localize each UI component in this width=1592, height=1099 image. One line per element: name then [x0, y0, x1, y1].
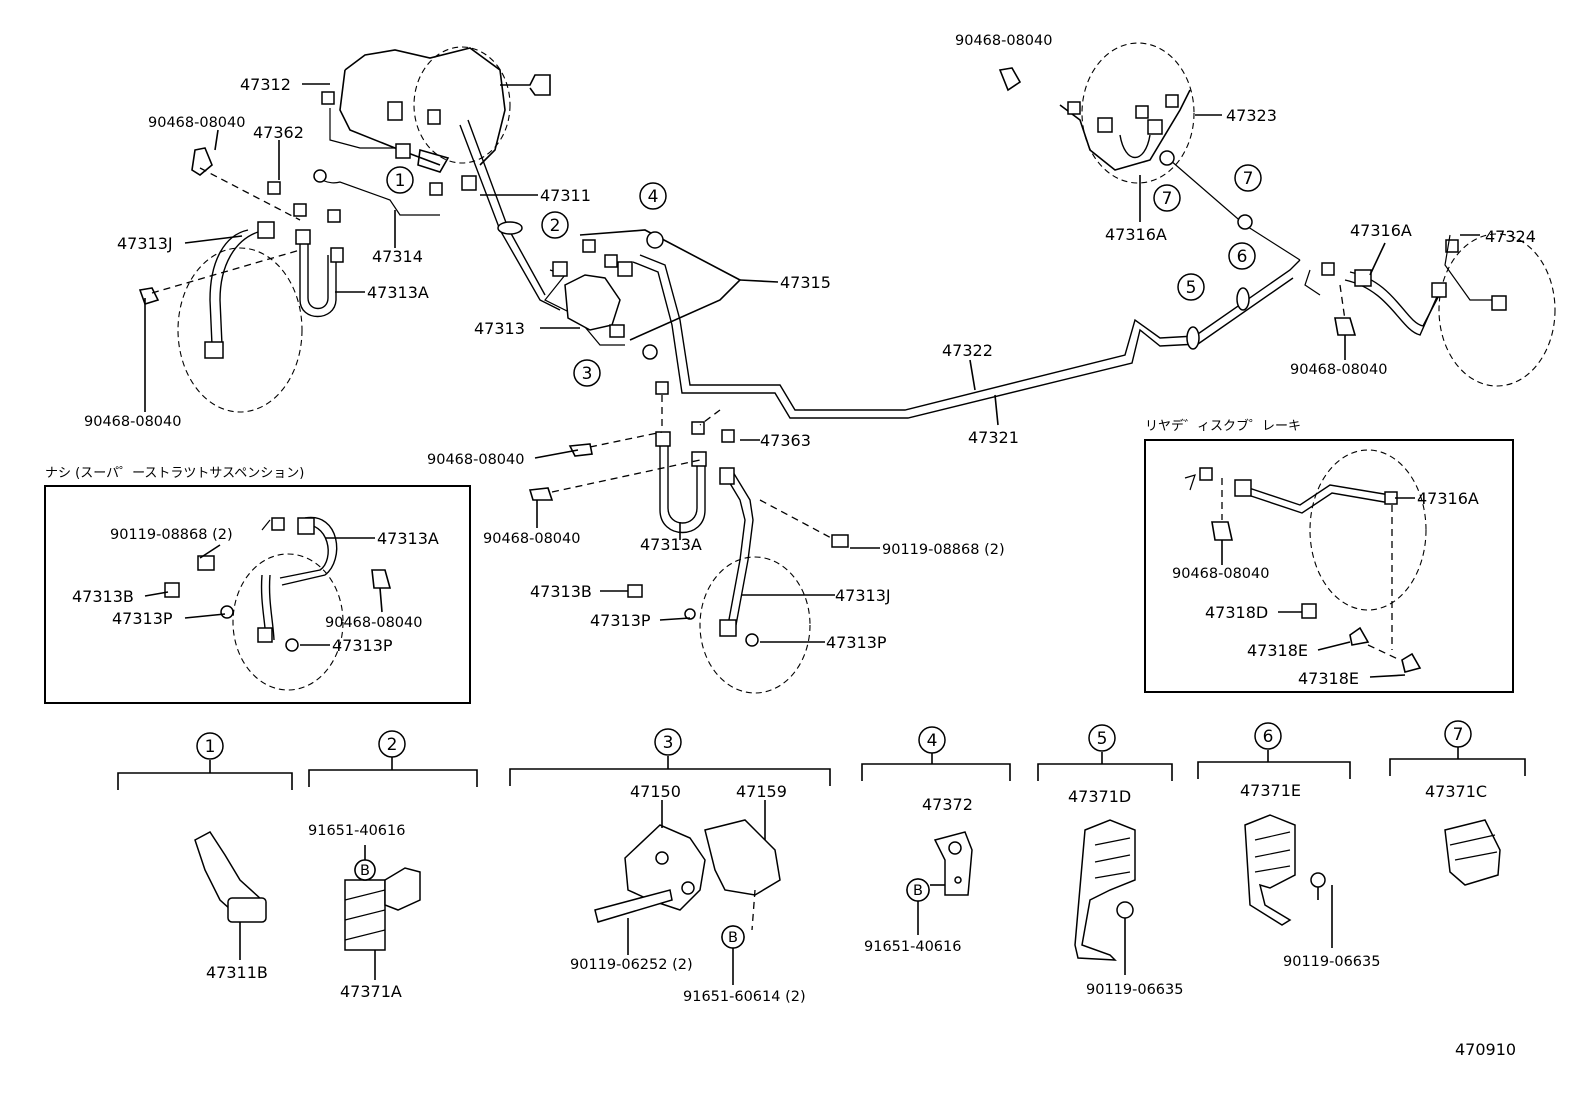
- master-cylinder-assembly: [321, 46, 551, 196]
- label-90468-08040-mid2: 90468-08040: [483, 531, 581, 547]
- callout-5-text: 5: [1186, 278, 1197, 298]
- label-strut-47313B: 47313B: [72, 587, 134, 606]
- label-g4-47372: 47372: [922, 795, 973, 814]
- label-g6-47371E: 47371E: [1240, 781, 1301, 800]
- title-strut-inset: ナシ (スーパ゜ーストラツトサスペンション): [45, 466, 304, 481]
- group-5-parts: [1074, 819, 1136, 975]
- label-g3-47150: 47150: [630, 782, 681, 801]
- group-1-number: 1: [205, 737, 216, 757]
- label-strut-47313P1: 47313P: [112, 609, 173, 628]
- label-47316A-top: 47316A: [1105, 225, 1167, 244]
- label-g1-47311B: 47311B: [206, 963, 268, 982]
- label-g2-91651: 91651-40616: [308, 823, 406, 839]
- label-rear-47318E1: 47318E: [1247, 641, 1308, 660]
- label-47323: 47323: [1226, 106, 1277, 125]
- label-90468-08040-right: 90468-08040: [1290, 362, 1388, 378]
- callout-1-text: 1: [395, 171, 406, 191]
- label-47324: 47324: [1485, 227, 1536, 246]
- label-90468-08040-topleft: 90468-08040: [148, 115, 246, 131]
- callout-3-text: 3: [582, 364, 593, 384]
- group-1-parts: [194, 831, 267, 960]
- middle-rear-hose-assembly: [528, 381, 849, 694]
- label-47362: 47362: [253, 123, 304, 142]
- callout-7a-text: 7: [1162, 189, 1173, 209]
- label-47321: 47321: [968, 428, 1019, 447]
- callout-4-text: 4: [648, 187, 659, 207]
- group-4-number: 4: [927, 731, 938, 751]
- label-47316A-right: 47316A: [1350, 221, 1412, 240]
- detail-group-brackets: [117, 747, 1526, 790]
- label-90468-08040-mid1: 90468-08040: [427, 452, 525, 468]
- label-g5-90119: 90119-06635: [1086, 982, 1184, 998]
- label-g4-91651: 91651-40616: [864, 939, 962, 955]
- title-rear-disc-inset: リヤデ゛ィスクブ゜レーキ: [1145, 418, 1301, 434]
- diagram-id: 470910: [1455, 1040, 1516, 1059]
- part-labels: 47312 90468-08040 47362 47311 47313J 473…: [45, 33, 1536, 1059]
- group-3-number: 3: [663, 733, 674, 753]
- label-strut-90468: 90468-08040: [325, 615, 423, 631]
- label-47315: 47315: [780, 273, 831, 292]
- callout-7b-text: 7: [1243, 169, 1254, 189]
- label-g2-47371A: 47371A: [340, 982, 402, 1001]
- group-2-parts: [344, 845, 421, 980]
- label-47313A-mid: 47313A: [640, 535, 702, 554]
- label-47312: 47312: [240, 75, 291, 94]
- label-47322: 47322: [942, 341, 993, 360]
- b-marker-group2: B: [360, 863, 370, 879]
- leader-lines: [144, 83, 1480, 678]
- proportioning-valve: [461, 175, 633, 338]
- label-rear-90468: 90468-08040: [1172, 566, 1270, 582]
- callout-markers: 1 2 3 4 5 6 7 7 1 2 3 4 5 6 7 B B B: [196, 164, 1472, 949]
- label-g3-90119: 90119-06252 (2): [570, 957, 693, 973]
- label-47311: 47311: [540, 186, 591, 205]
- group-5-number: 5: [1097, 729, 1108, 749]
- label-90119-08868-mid: 90119-08868 (2): [882, 542, 1005, 558]
- label-strut-90119: 90119-08868 (2): [110, 527, 233, 543]
- label-90468-08040-lowerleft: 90468-08040: [84, 414, 182, 430]
- label-rear-47318D: 47318D: [1205, 603, 1268, 622]
- label-47314: 47314: [372, 247, 423, 266]
- label-rear-47316A: 47316A: [1417, 489, 1479, 508]
- label-47363: 47363: [760, 431, 811, 450]
- label-47313P-mid2: 47313P: [826, 633, 887, 652]
- label-47313J-left: 47313J: [117, 234, 173, 253]
- label-g6-90119: 90119-06635: [1283, 954, 1381, 970]
- group-7-parts: [1444, 819, 1501, 886]
- group-6-parts: [1244, 814, 1333, 948]
- label-47313P-mid1: 47313P: [590, 611, 651, 630]
- label-g5-47371D: 47371D: [1068, 787, 1131, 806]
- label-47313A-left: 47313A: [367, 283, 429, 302]
- group-3-parts: [594, 800, 781, 985]
- label-g7-47371C: 47371C: [1425, 782, 1487, 801]
- rear-disc-brake-inset: [1144, 439, 1514, 693]
- b-marker-group3: B: [728, 930, 738, 946]
- label-strut-47313A: 47313A: [377, 529, 439, 548]
- label-strut-47313P2: 47313P: [332, 636, 393, 655]
- label-90468-08040-top: 90468-08040: [955, 33, 1053, 49]
- label-47313J-mid: 47313J: [835, 586, 891, 605]
- callout-2-text: 2: [550, 216, 561, 236]
- strut-suspension-inset: [44, 485, 471, 704]
- group-2-number: 2: [387, 735, 398, 755]
- label-47313B-mid: 47313B: [530, 582, 592, 601]
- front-left-brake-assembly: [138, 147, 440, 413]
- group-6-number: 6: [1263, 727, 1274, 747]
- label-rear-47318E2: 47318E: [1298, 669, 1359, 688]
- label-47313: 47313: [474, 319, 525, 338]
- label-g3-91651: 91651-60614 (2): [683, 989, 806, 1005]
- rear-right-brake-assembly: [998, 42, 1556, 387]
- label-g3-47159: 47159: [736, 782, 787, 801]
- callout-6-text: 6: [1237, 247, 1248, 267]
- b-marker-group4: B: [913, 883, 923, 899]
- group-7-number: 7: [1453, 725, 1464, 745]
